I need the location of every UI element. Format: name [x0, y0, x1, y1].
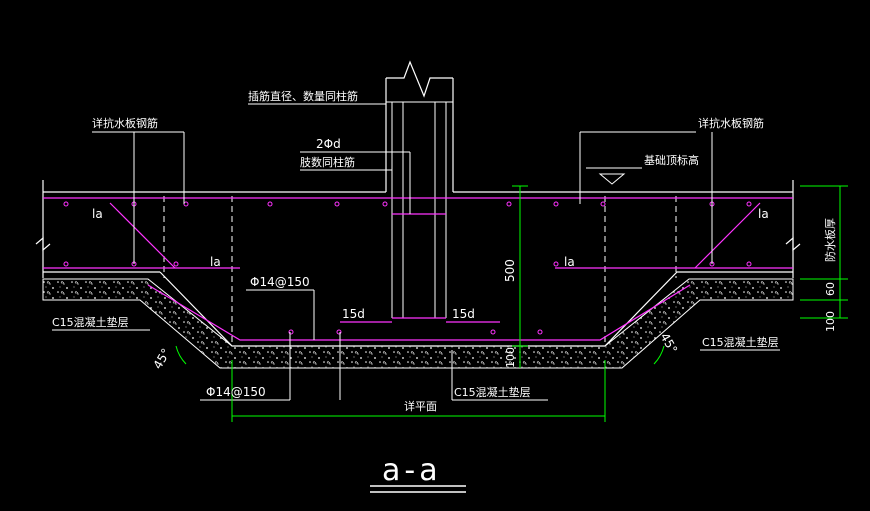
foundation-outline: [35, 60, 801, 347]
label-stirrup-note: 肢数同柱筋: [300, 155, 355, 169]
leader-lines: [52, 103, 780, 401]
dim-100-center: 100: [504, 347, 517, 368]
label-c15-bottom: C15混凝土垫层: [454, 385, 531, 399]
label-c15-left: C15混凝土垫层: [52, 315, 129, 329]
column-rebar: [386, 101, 453, 318]
dim-100-right: 100: [824, 311, 837, 332]
section-title-group: a-a: [370, 453, 466, 493]
label-rebar-spec-top: Φ14@150: [250, 275, 310, 289]
label-la-right-upper: la: [758, 207, 769, 221]
label-foundation-top-elevation: 基础顶标高: [644, 153, 699, 167]
label-insert-rebar-note: 插筋直径、数量同柱筋: [248, 89, 358, 103]
rebar-lines: [43, 197, 793, 341]
label-la-right-lower: la: [564, 255, 575, 269]
dim-slab-thickness: 防水板厚: [823, 218, 837, 262]
dim-60: 60: [824, 282, 837, 296]
label-anchor-15d-right: 15d: [452, 307, 475, 321]
label-la-left-upper: la: [92, 207, 103, 221]
label-waterproof-board-rebar-left: 详抗水板钢筋: [92, 116, 158, 130]
label-angle-left: 45°: [150, 346, 173, 371]
label-rebar-spec-bottom: Φ14@150: [206, 385, 266, 399]
dim-500: 500: [503, 259, 517, 282]
label-waterproof-board-rebar-right: 详抗水板钢筋: [698, 116, 764, 130]
dimension-lines: [175, 185, 848, 422]
label-c15-right: C15混凝土垫层: [702, 335, 779, 349]
label-plan-ref: 详平面: [404, 399, 437, 413]
label-two-phi-d: 2Φd: [316, 137, 341, 151]
label-anchor-15d-left: 15d: [342, 307, 365, 321]
section-title: a-a: [382, 453, 442, 488]
label-la-left-lower: la: [210, 255, 221, 269]
dashed-guides: [163, 196, 677, 346]
